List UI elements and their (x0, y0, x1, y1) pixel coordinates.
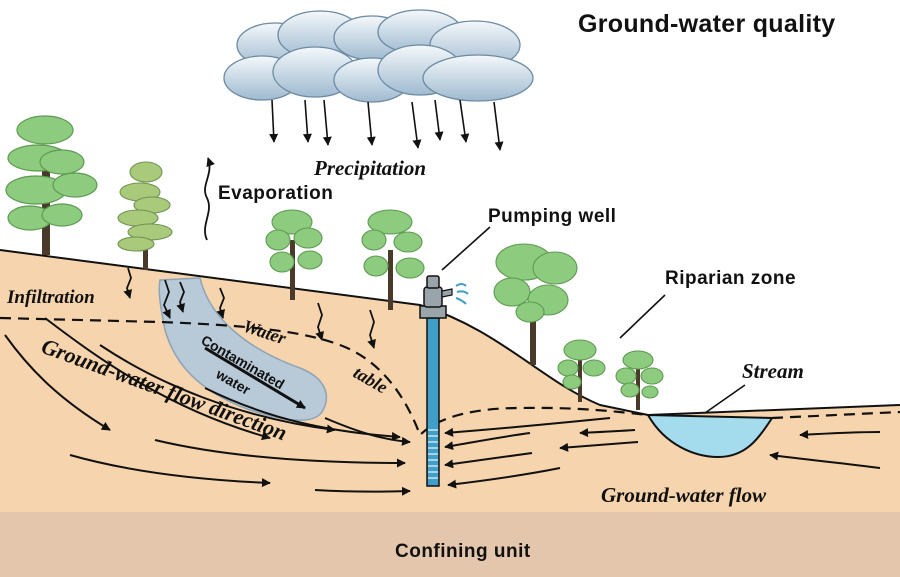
flow-arrow (4, 334, 111, 431)
flow-arrow (769, 451, 881, 469)
pump-base (419, 305, 447, 319)
water-spray-icon (455, 283, 469, 305)
riparian-leader-line (619, 294, 666, 339)
gw-flow-label: Ground-water flow (601, 483, 767, 507)
tree-riparian-small-1 (557, 339, 606, 402)
flow-arrow (444, 417, 611, 437)
pump-body (423, 286, 443, 308)
pump-cap (426, 275, 440, 289)
soil-layer (0, 250, 900, 530)
flow-arrow (154, 439, 406, 468)
stream-leader-line (704, 384, 746, 414)
well-screen (428, 429, 438, 479)
infiltration-arrow (216, 287, 225, 319)
flow-arrow (324, 417, 411, 446)
infiltration-arrow (176, 281, 185, 313)
tree-riparian-large (493, 243, 578, 365)
well-casing (426, 317, 440, 487)
confining-unit-layer (0, 512, 900, 577)
infiltration-arrow (367, 309, 376, 349)
infiltration-label: Infiltration (7, 287, 95, 308)
tree-mid-1 (265, 209, 323, 300)
stream-label: Stream (742, 359, 804, 383)
flow-arrow (444, 452, 533, 469)
flow-arrow (559, 441, 639, 452)
pumping-well-label: Pumping well (488, 206, 617, 227)
rain-arrow (434, 99, 444, 141)
rain-arrow (322, 99, 332, 146)
evaporation-label: Evaporation (218, 183, 334, 204)
flow-arrow (99, 344, 336, 434)
rain-arrow (411, 101, 422, 149)
flow-arrow (447, 467, 561, 489)
flow-arrow (799, 430, 881, 440)
confining-unit-label: Confining unit (395, 541, 531, 562)
rain-arrow (269, 99, 279, 143)
flow-arrow (44, 317, 271, 441)
infiltration-arrow (315, 302, 324, 341)
flow-arrow (314, 486, 411, 496)
precipitation-label: Precipitation (314, 156, 426, 180)
infiltration-arrow (123, 267, 132, 299)
tree-pine-left (117, 161, 173, 270)
rain-arrow (366, 101, 376, 146)
tree-large-left (5, 115, 98, 255)
rain-cloud (223, 9, 534, 103)
water-table-line-right (771, 410, 900, 420)
well-leader-line (441, 226, 491, 271)
rain-arrow (459, 99, 470, 143)
flow-arrow (444, 432, 531, 451)
water-table-line (0, 316, 649, 437)
tree-mid-2 (361, 209, 425, 310)
pump-spout (441, 288, 453, 298)
tree-riparian-small-2 (615, 350, 664, 410)
contaminant-flow-arrow (204, 346, 306, 410)
flow-arrow (69, 454, 271, 488)
pumping-well (419, 275, 469, 487)
rain-arrow (302, 99, 312, 143)
riparian-zone-label: Riparian zone (665, 268, 797, 289)
evaporation-arrow (204, 157, 215, 241)
infiltration-arrows (123, 267, 376, 349)
stream-water (646, 413, 774, 459)
precipitation-arrows (269, 99, 504, 151)
infiltration-arrow (162, 279, 171, 319)
flow-arrow (579, 428, 636, 438)
rain-arrow (493, 101, 504, 151)
flow-arrows (4, 317, 881, 496)
page-title: Ground-water quality (578, 10, 836, 38)
contaminant-plume (158, 277, 328, 421)
